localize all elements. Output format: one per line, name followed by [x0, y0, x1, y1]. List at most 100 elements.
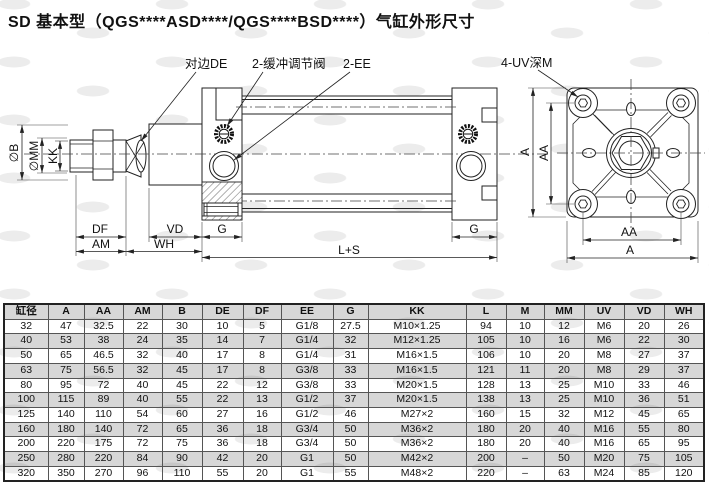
callout-cushion-valve: 2-缓冲调节阀 — [252, 56, 326, 71]
table-cell: 27 — [623, 348, 665, 364]
table-cell: 22 — [201, 392, 244, 408]
table-cell: G1 — [280, 465, 334, 482]
dim-kk: KK — [46, 148, 60, 164]
table-cell: 20 — [623, 318, 665, 335]
table-cell: 128 — [465, 377, 507, 394]
table-cell: G1/2 — [280, 392, 334, 408]
table-cell: 220 — [83, 451, 124, 467]
table-cell: 12 — [543, 318, 585, 335]
cylinder-drawing: 对边DE 2-缓冲调节阀 2-EE 4-UV深M — [7, 56, 705, 263]
table-cell: 220 — [47, 436, 85, 453]
table-cell: 38 — [83, 333, 124, 350]
table-cell: 16 — [242, 406, 282, 423]
dim-am: AM — [92, 237, 110, 251]
column-header: L — [465, 303, 507, 320]
callouts: 对边DE 2-缓冲调节阀 2-EE 4-UV深M — [140, 56, 579, 161]
table-cell: G3/4 — [280, 436, 334, 453]
table-cell: 14 — [201, 333, 244, 350]
table-cell: 13 — [505, 392, 545, 408]
table-cell: 75 — [161, 436, 203, 453]
table-cell: 22 — [623, 333, 665, 350]
table-cell: 90 — [161, 451, 203, 467]
table-cell: M20×1.5 — [367, 392, 467, 408]
table-cell: 160 — [465, 406, 507, 423]
dim-ls: L+S — [338, 243, 360, 257]
table-cell: 46 — [332, 406, 369, 423]
table-cell: 75 — [47, 362, 85, 379]
table-cell: 24 — [122, 333, 163, 350]
table-cell: 84 — [122, 451, 163, 467]
table-cell: 25 — [543, 392, 585, 408]
table-cell: 13 — [242, 392, 282, 408]
dim-wh: WH — [154, 237, 174, 251]
table-cell: 10 — [505, 348, 545, 364]
table-cell: 27 — [201, 406, 244, 423]
table-cell: 105 — [465, 333, 507, 350]
table-cell: M6 — [583, 333, 625, 350]
table-cell: 60 — [161, 406, 203, 423]
table-cell: 46 — [663, 377, 705, 394]
table-cell: M20 — [583, 451, 625, 467]
dim-dia-b: ∅B — [7, 144, 21, 162]
table-cell: 10 — [505, 333, 545, 350]
dimensions: DF VD G G AM WH L+S ∅B ∅MM KK A AA AA A — [7, 87, 699, 263]
rod-hub — [606, 128, 660, 178]
table-cell: 37 — [663, 362, 705, 379]
table-cell: 175 — [83, 436, 124, 453]
column-header: AM — [122, 303, 163, 320]
column-header: G — [332, 303, 369, 320]
table-cell: 85 — [623, 465, 665, 482]
table-cell: M16×1.5 — [367, 362, 467, 379]
table-cell: 106 — [465, 348, 507, 364]
table-cell: 40 — [122, 392, 163, 408]
table-cell: M10×1.25 — [367, 318, 467, 335]
table-cell: 270 — [83, 465, 124, 482]
table-cell: M42×2 — [367, 451, 467, 467]
table-cell: 29 — [623, 362, 665, 379]
column-header: AA — [83, 303, 124, 320]
callout-wrench-flats: 对边DE — [185, 57, 227, 71]
table-cell: 89 — [83, 392, 124, 408]
cushion-valve-rear — [458, 124, 478, 144]
table-cell: G3/4 — [280, 421, 334, 438]
column-header: KK — [367, 303, 467, 320]
table-cell: M8 — [583, 362, 625, 379]
table-cell: 55 — [201, 465, 244, 482]
dim-a-side: A — [518, 148, 532, 156]
table-cell: 320 — [3, 465, 49, 482]
table-cell: 50 — [543, 451, 585, 467]
table-cell: 80 — [3, 377, 49, 394]
table-cell: M36×2 — [367, 436, 467, 453]
table-cell: 36 — [201, 421, 244, 438]
table-cell: 55 — [623, 421, 665, 438]
table-cell: G1/8 — [280, 318, 334, 335]
front-head-section — [201, 181, 243, 221]
rod-gland — [148, 123, 203, 186]
table-cell: 40 — [543, 421, 585, 438]
table-cell: 200 — [465, 451, 507, 467]
table-cell: M16 — [583, 421, 625, 438]
table-cell: 36 — [201, 436, 244, 453]
table-cell: 72 — [83, 377, 124, 394]
end-cap-ribs — [590, 111, 672, 195]
table-cell: 45 — [623, 406, 665, 423]
table-cell: 32.5 — [83, 318, 124, 335]
table-cell: 53 — [47, 333, 85, 350]
table-cell: 20 — [505, 436, 545, 453]
table-cell: 46.5 — [83, 348, 124, 364]
table-cell: 15 — [505, 406, 545, 423]
table-cell: 47 — [47, 318, 85, 335]
table-cell: 35 — [161, 333, 203, 350]
table-cell: 65 — [47, 348, 85, 364]
table-cell: 55 — [332, 465, 369, 482]
air-port-front — [209, 151, 239, 181]
table-cell: 10 — [201, 318, 244, 335]
dim-vd: VD — [167, 222, 184, 236]
table-cell: 32 — [3, 318, 49, 335]
